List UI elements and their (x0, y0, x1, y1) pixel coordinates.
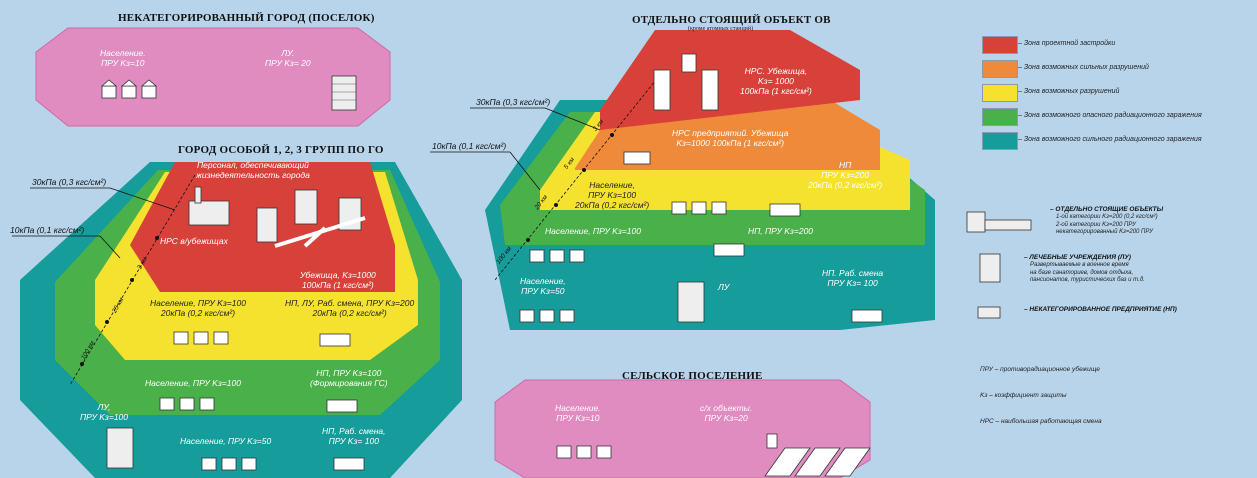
legend-text-5: – Зона возможного сильного радиационного… (1018, 136, 1202, 143)
object-pop-yellow-label: Население, ПРУ Kз=100 20кПа (0,2 кгс/см²… (575, 180, 650, 210)
object-press-30: 30кПа (0,3 кгс/см²) (476, 97, 551, 107)
special-teal-np-icon (333, 457, 365, 471)
special-personnel-label: Персонал, обеспечивающий жизнедеятельнос… (196, 160, 310, 180)
object-green-np-icon (713, 243, 745, 257)
legend-swatch-4 (982, 108, 1018, 126)
uncat-population-houses-icon (100, 79, 158, 99)
pointer-lines (12, 107, 601, 259)
object-np-yellow-label: НП ПРУ Kз=200 20кПа (0,2 кгс/см²) (808, 160, 883, 190)
uncat-city-area (35, 27, 391, 127)
uncat-lu-label: ЛУ. ПРУ Kз= 20 (265, 48, 311, 68)
legend-swatch-3 (982, 84, 1018, 102)
special-pop-green-label: Население, ПРУ Kз=100 (145, 378, 241, 388)
special-green-houses-icon (159, 397, 215, 411)
special-pop-yellow-label: Население, ПРУ Kз=100 20кПа (0,2 кгс/см²… (150, 298, 246, 318)
legend-lu-desc: Развертываемые в военное время на базе с… (1030, 262, 1145, 283)
object-teal-np-icon (851, 309, 883, 323)
rural-agri-label: с/х объекты. ПРУ Kз=20 (700, 403, 753, 423)
special-shelter-label: Убежища, Kз=1000 100кПа (1 кгс/см²) (300, 270, 376, 290)
object-teal-houses-icon (519, 309, 575, 323)
legend-text-4: – Зона возможного опасного радиационного… (1018, 112, 1202, 119)
object-np-green-label: НП, ПРУ Kз=200 (748, 226, 814, 236)
special-np-yellow-label: НП, ЛУ, Раб. смена, ПРУ Kз=200 20кПа (0,… (285, 298, 415, 318)
special-factory-icon (188, 186, 230, 226)
special-press-30: 30кПа (0,3 кгс/см²) (32, 177, 107, 187)
distance-points (80, 133, 614, 366)
glossary-3: НРС – наибольшая работающая смена (980, 418, 1102, 425)
legend-swatch-2 (982, 60, 1018, 78)
special-nrs-label: НРС в/убежищах (160, 236, 228, 246)
special-city-title: ГОРОД ОСОБОЙ 1, 2, 3 ГРУПП ПО ГО (178, 144, 384, 156)
special-green-np-icon (326, 399, 358, 413)
object-green-houses-icon (529, 249, 585, 263)
glossary-2: Kз – коэффициент защиты (980, 392, 1067, 399)
legend-lu-icon (979, 253, 1001, 283)
uncat-city-title: НЕКАТЕГОРИРОВАННЫЙ ГОРОД (ПОСЕЛОК) (118, 12, 375, 24)
legend-separate-desc: 1-ой категории Kз=200 (0,2 кгс/см²) 2-ой… (1056, 214, 1158, 235)
object-red-building-icon (653, 53, 719, 111)
legend-lu-title: – ЛЕЧЕБНЫЕ УЧРЕЖДЕНИЯ (ЛУ) (1024, 254, 1131, 261)
rural-farm-icon (764, 433, 871, 477)
object-lu-teal-label: ЛУ (718, 282, 730, 292)
object-pop-teal-label: Население, ПРУ Kз=50 (520, 276, 566, 296)
object-orange-building-icon (623, 151, 651, 165)
special-lu-building-icon (106, 427, 134, 469)
object-pop-green-label: Население, ПРУ Kз=100 (545, 226, 641, 236)
rural-population-label: Население. ПРУ Kз=10 (555, 403, 601, 423)
object-yellow-houses-icon (671, 201, 727, 215)
legend-np-icon (977, 306, 1001, 319)
special-np-teal-label: НП, Раб. смена, ПРУ Kз= 100 (322, 426, 386, 446)
object-np-teal-label: НП. Раб. смена ПРУ Kз= 100 (822, 268, 884, 288)
legend-swatch-5 (982, 132, 1018, 150)
rural-houses-icon (556, 445, 612, 459)
glossary-1: ПРУ – противорадиационное убежище (980, 366, 1100, 373)
rural-title: СЕЛЬСКОЕ ПОСЕЛЕНИЕ (622, 370, 763, 382)
legend-separate-object-icon (966, 211, 1032, 233)
legend-text-3: – Зона возможных разрушений (1018, 88, 1120, 95)
legend-swatch-1 (982, 36, 1018, 54)
legend-text-1: – Зона проектной застройки (1018, 40, 1116, 47)
uncat-population-label: Население. ПРУ Kз=10 (100, 48, 146, 68)
special-lu-teal-label: ЛУ, ПРУ Kз=100 (80, 402, 129, 422)
separate-object-title: ОТДЕЛЬНО СТОЯЩИЙ ОБЪЕКТ ОВ (632, 14, 831, 26)
special-pop-teal-label: Население, ПРУ Kз=50 (180, 436, 272, 446)
object-lu-building-icon (677, 281, 705, 323)
special-city-buildings-icon (256, 189, 366, 248)
legend-text-2: – Зона возможных сильных разрушений (1018, 64, 1149, 71)
object-nrs-orange-label: НРС предприятий. Убежища Kз=1000 100кПа … (672, 128, 789, 148)
special-press-10: 10кПа (0,1 кгс/см²) (10, 225, 85, 235)
special-np-green-label: НП, ПРУ Kз=100 (Формирования ГС) (310, 368, 388, 388)
special-yellow-np-icon (319, 333, 351, 347)
special-yellow-houses-icon (173, 331, 229, 345)
legend-separate-title: – ОТДЕЛЬНО СТОЯЩИЕ ОБЪЕКТЫ (1050, 206, 1164, 213)
object-nrs-red-label: НРС. Убежища, Kз= 1000 100кПа (1 кгс/см²… (740, 66, 812, 96)
special-teal-houses-icon (201, 457, 257, 471)
uncat-lu-building-icon (331, 75, 357, 111)
object-yellow-np-icon (769, 203, 801, 217)
separate-object-subtitle: (кроме атомных станций) (688, 26, 754, 32)
object-press-10: 10кПа (0,1 кгс/см²) (432, 141, 507, 151)
legend-np-title: – НЕКАТЕГОРИРОВАННОЕ ПРЕДПРИЯТИЕ (НП) (1024, 306, 1177, 313)
